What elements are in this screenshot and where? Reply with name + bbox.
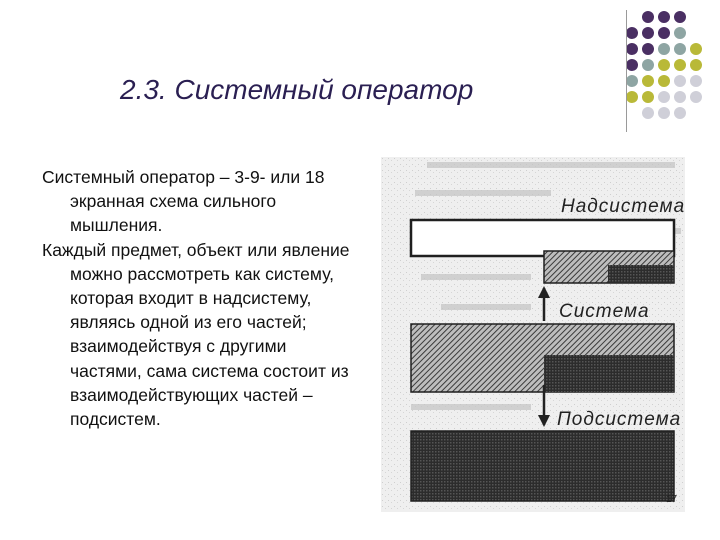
system-operator-diagram: Надсистема Система Подсистема <box>381 157 685 512</box>
slide-body: Системный оператор – 3-9- или 18 экранна… <box>42 165 362 431</box>
supersystem-bar <box>409 218 676 258</box>
label-subsystem: Подсистема <box>557 409 681 430</box>
paragraph-explanation: Каждый предмет, объект или явление можно… <box>42 239 350 430</box>
title-divider-line <box>626 10 627 132</box>
decorative-dot-grid <box>626 11 702 119</box>
down-arrow-icon <box>538 385 550 427</box>
label-system: Система <box>559 301 650 322</box>
page-number: 17 <box>666 494 678 505</box>
paragraph-definition: Системный оператор – 3-9- или 18 экранна… <box>42 167 325 236</box>
subsystem-bar <box>410 430 675 502</box>
subsystem-in-supersystem-block <box>608 265 674 283</box>
label-supersystem: Надсистема <box>561 196 685 217</box>
subsystem-in-system-block <box>544 355 674 392</box>
slide-title: 2.3. Системный оператор <box>120 74 474 105</box>
up-arrow-icon <box>538 286 550 321</box>
